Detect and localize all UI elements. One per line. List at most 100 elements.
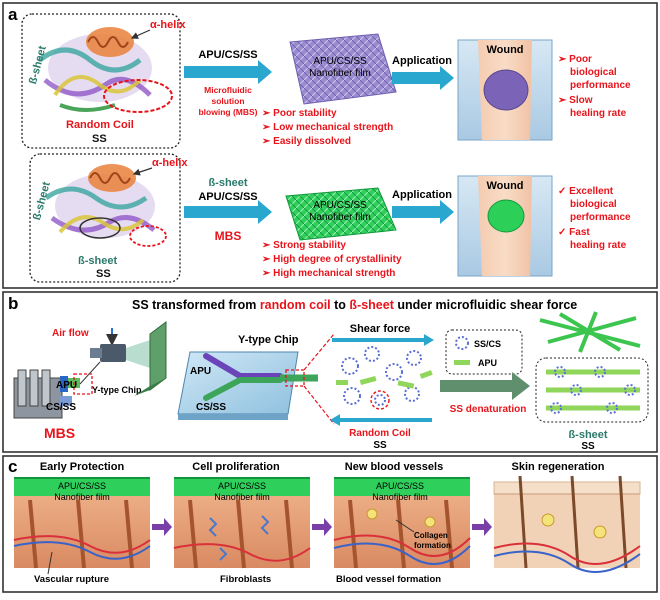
outcome-2-l2: healing rate <box>570 108 627 119</box>
film-2-line-1: APU/CS/SS <box>218 481 266 491</box>
chip-apu-label: APU <box>190 366 211 377</box>
chip-frame <box>134 321 167 396</box>
wound-label-row2: Wound <box>486 180 523 192</box>
apu-label-device: APU <box>56 380 77 391</box>
protein-box-row1 <box>21 13 181 149</box>
wound-image-row2: Wound <box>457 175 553 277</box>
outcome-row2-1-l1: ✓ Excellent <box>558 186 614 197</box>
outcome-row2-1-l3: performance <box>570 212 631 223</box>
method-line-2: solution <box>211 96 244 106</box>
legend-box: SS/CS APU <box>445 329 523 375</box>
protein-box-row2 <box>29 153 181 283</box>
film-1-line-1: APU/CS/SS <box>58 481 106 491</box>
legend-apu: APU <box>478 358 497 368</box>
ss-label-b2: SS <box>581 441 595 452</box>
y-chip-small-label: Y-type Chip <box>92 385 142 395</box>
film-1-line-2: Nanofiber film <box>54 492 110 502</box>
panel-b-title: SS transformed from random coil to ß-she… <box>132 298 577 312</box>
method-row2: MBS <box>215 229 242 243</box>
application-label-row2: Application <box>392 189 452 201</box>
nanofiber-film-row2: APU/CS/SS Nanofiber film <box>285 187 397 241</box>
progression-arrow-2 <box>312 518 332 536</box>
application-arrow-row1: Application <box>392 55 454 90</box>
method-line-1: Microfluidic <box>204 85 252 95</box>
stage-title-4: Skin regeneration <box>512 461 605 473</box>
helix-label-row2: α-helix <box>152 157 188 169</box>
y-type-chip: Y-type Chip APU CS/SS <box>177 333 335 425</box>
vascular-rupture-label: Vascular rupture <box>34 574 109 585</box>
arrow-label-row1: APU/CS/SS <box>198 49 257 61</box>
property-row2-3: ➢ High mechanical strength <box>262 268 395 279</box>
skin-block-4 <box>493 475 641 573</box>
coil-highlight <box>103 79 173 113</box>
ss-label-row1: SS <box>92 133 107 145</box>
outcome-row2-2-l2: healing rate <box>570 240 627 251</box>
panel-a: a α-helix ß-sheet Random Coil SS APU/CS/… <box>2 2 658 289</box>
cs-ss-label-device: CS/SS <box>46 402 76 413</box>
application-arrow-row2: Application <box>392 189 454 224</box>
helix-label-row1: α-helix <box>150 19 186 31</box>
beta-sheet-result: ß-sheet SS <box>535 311 649 452</box>
mbs-device: Air flow APU Y-type Chip CS/SS MBS <box>13 328 150 441</box>
outcome-2-l1: ➢ Slow <box>558 95 593 106</box>
coil-label-row1: Random Coil <box>66 119 134 131</box>
property-3: ➢ Easily dissolved <box>262 136 351 147</box>
property-row2-2: ➢ High degree of crystallinity <box>262 254 402 265</box>
ss-label-row2: SS <box>96 268 111 280</box>
outcome-row2-2-l1: ✓ Fast <box>558 227 590 238</box>
process-arrow-row1: APU/CS/SS Microfluidic solution blowing … <box>184 49 272 117</box>
sheet-label-row2: ß-sheet <box>31 180 53 221</box>
wound-image-row1: Wound <box>457 39 553 141</box>
outcome-row2-1-l2: biological <box>570 199 617 210</box>
blood-vessel-formation-label: Blood vessel formation <box>336 574 441 585</box>
skin-block-1: APU/CS/SS Nanofiber film Vascular ruptur… <box>13 477 151 585</box>
collagen-line-2: formation <box>414 541 451 550</box>
b-sheet-label: ß-sheet <box>568 429 607 441</box>
application-label-row1: Application <box>392 55 452 67</box>
shear-force-label: Shear force <box>350 323 411 335</box>
skin-block-3: APU/CS/SS Nanofiber film Collagen format… <box>333 477 471 585</box>
panel-b: b SS transformed from random coil to ß-s… <box>2 291 658 453</box>
helix-shape <box>86 27 134 57</box>
ss-denaturation-label: SS denaturation <box>450 404 527 415</box>
outcome-list-row1: ➢ Poor biological performance ➢ Slow hea… <box>558 54 631 119</box>
process-arrow-row2: ß-sheet APU/CS/SS MBS <box>184 177 272 243</box>
progression-arrow-1 <box>152 518 172 536</box>
mbs-label: MBS <box>44 425 75 441</box>
outcome-1-l3: performance <box>570 80 631 91</box>
molecule-cluster <box>336 346 433 410</box>
property-list-row1: ➢ Poor stability ➢ Low mechanical streng… <box>262 108 393 147</box>
panel-a-border <box>2 2 658 289</box>
protein-structure-row2: α-helix ß-sheet ß-sheet SS <box>29 153 188 283</box>
film-label-row2-2: Nanofiber film <box>309 212 371 223</box>
arrow-top-row2: ß-sheet <box>208 177 247 189</box>
panel-c-border <box>2 455 658 593</box>
film-2-line-2: Nanofiber film <box>214 492 270 502</box>
panel-c-letter: c <box>8 457 17 476</box>
arrow-label-row2: APU/CS/SS <box>198 191 257 203</box>
collagen-line-1: Collagen <box>414 531 448 540</box>
shear-channel: Shear force Random Coil SS <box>330 323 434 451</box>
property-1: ➢ Poor stability <box>262 108 337 119</box>
denaturation-arrow: SS denaturation <box>440 372 530 415</box>
progression-arrow-3 <box>472 518 492 536</box>
ss-label-b: SS <box>373 440 387 451</box>
outcome-1-l1: ➢ Poor <box>558 54 592 65</box>
film-3-line-1: APU/CS/SS <box>376 481 424 491</box>
stage-title-1: Early Protection <box>40 461 125 473</box>
legend-ss-cs: SS/CS <box>474 339 501 349</box>
sheet-label-row2-bottom: ß-sheet <box>78 255 117 267</box>
panel-c: c Early Protection Cell proliferation Ne… <box>2 455 658 593</box>
film-label-row1-2: Nanofiber film <box>309 68 371 79</box>
film-label-row1-1: APU/CS/SS <box>313 56 367 67</box>
air-flow-label: Air flow <box>52 328 89 339</box>
panel-b-border <box>2 291 658 453</box>
skin-block-2: APU/CS/SS Nanofiber film Fibroblasts <box>173 477 311 585</box>
stage-title-3: New blood vessels <box>345 461 443 473</box>
property-row2-1: ➢ Strong stability <box>262 240 346 251</box>
film-label-row2-1: APU/CS/SS <box>313 200 367 211</box>
stage-title-2: Cell proliferation <box>192 461 280 473</box>
fibroblasts-label: Fibroblasts <box>220 574 271 585</box>
y-chip-title: Y-type Chip <box>238 334 299 346</box>
